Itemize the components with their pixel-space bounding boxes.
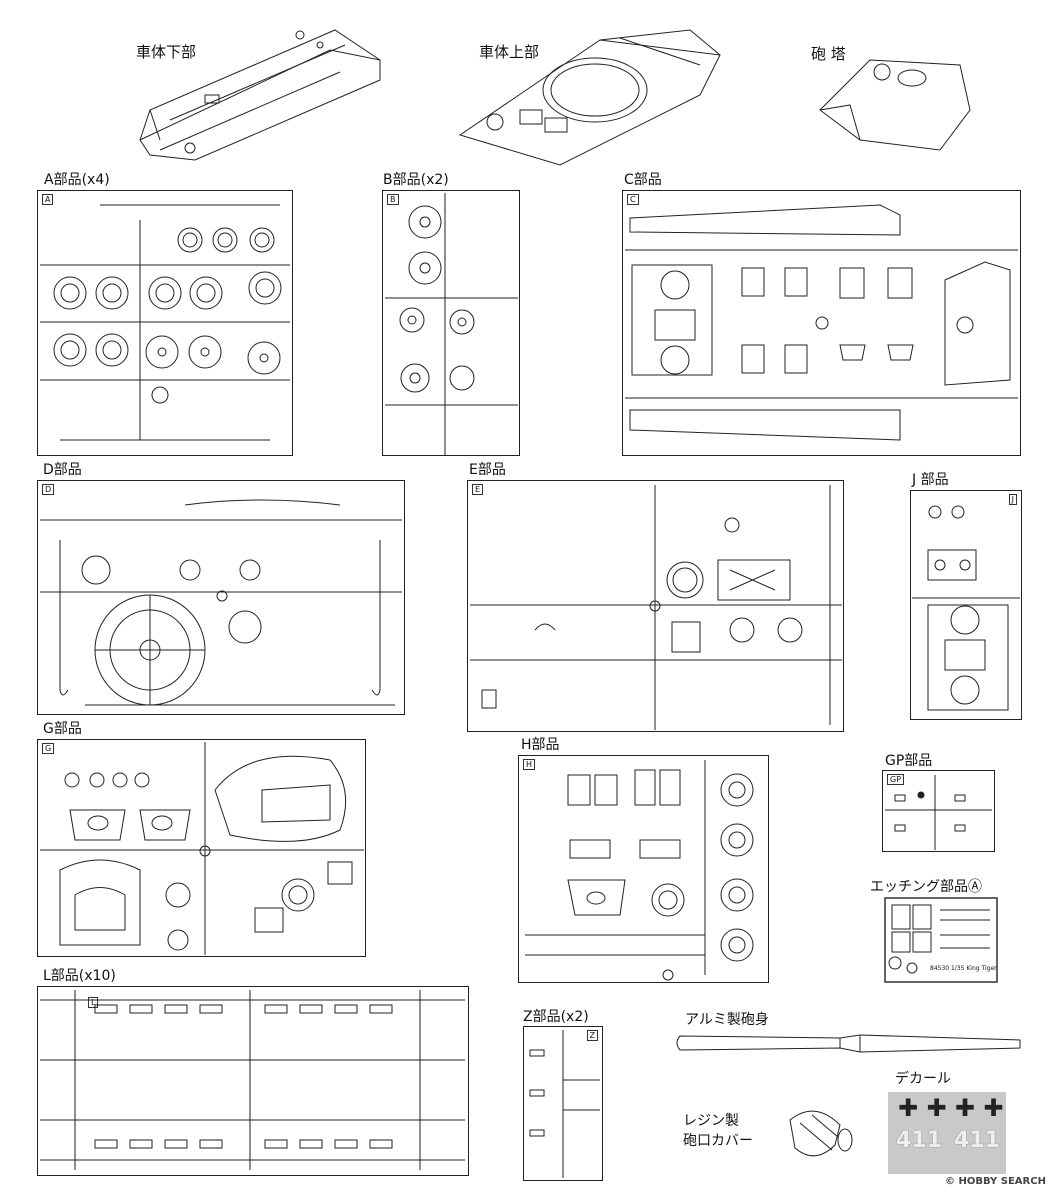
- etching-plate-drawing: [884, 897, 998, 983]
- sprue-c-tag: C: [627, 194, 639, 205]
- etching-label: エッチング部品Ⓐ: [870, 879, 982, 895]
- lower-hull-drawing: [139, 29, 381, 161]
- decal-crosses: ✚ ✚ ✚ ✚: [898, 1094, 1004, 1122]
- sprue-j-tag: J: [1008, 494, 1017, 505]
- sprue-a-tag: A: [42, 194, 54, 205]
- resin-muzzle-cover-drawing: [789, 1110, 853, 1157]
- sprue-gp-label: GP部品: [885, 753, 933, 769]
- upper-hull-drawing: [458, 29, 721, 166]
- sprue-g-label: G部品: [43, 721, 82, 737]
- sprue-d-tag: D: [42, 484, 55, 495]
- sprue-z-parts: [529, 1030, 600, 1178]
- decal-sheet: ✚ ✚ ✚ ✚ 411 411: [888, 1092, 1006, 1174]
- sprue-e-parts: [470, 485, 842, 730]
- sprue-c-parts: [625, 204, 1018, 441]
- sprue-d-parts: [40, 499, 402, 706]
- sprue-d-label: D部品: [43, 462, 82, 478]
- sprue-d-frame: D: [37, 480, 405, 715]
- etching-plate-text: 84530 1/35 King Tiger: [930, 965, 997, 972]
- sprue-z-tag: Z: [586, 1030, 598, 1041]
- aluminum-barrel-label: アルミ製砲身: [685, 1012, 769, 1028]
- hobby-search-watermark: © HOBBY SEARCH: [945, 1176, 1046, 1187]
- sprue-c-label: C部品: [624, 172, 662, 188]
- sprue-b-sprockets: [385, 193, 518, 455]
- lower-hull-label: 車体下部: [136, 43, 197, 61]
- turret-drawing: [819, 59, 971, 151]
- sprue-h-frame: H: [518, 755, 769, 983]
- resin-cover-label-1: レジン製: [683, 1113, 739, 1129]
- sprue-l-label: L部品(x10): [43, 968, 116, 984]
- sprue-gp-tag: GP: [887, 774, 905, 785]
- sprue-e-tag: E: [472, 484, 484, 495]
- upper-hull-label: 車体上部: [479, 43, 540, 61]
- sprue-l-tag: L: [88, 997, 99, 1008]
- sprue-h-label: H部品: [521, 737, 560, 753]
- sprue-b-frame: B: [382, 190, 520, 456]
- turret-label: 砲 塔: [811, 45, 846, 63]
- sprue-e-label: E部品: [469, 462, 506, 478]
- sprue-l-tracks: [40, 990, 465, 1170]
- resin-cover-label-2: 砲口カバー: [683, 1133, 753, 1149]
- sprue-a-label: A部品(x4): [44, 172, 110, 188]
- sprue-g-parts: [40, 742, 364, 955]
- decal-label: デカール: [895, 1071, 951, 1087]
- sprue-l-frame: L: [37, 986, 469, 1176]
- sprue-gp-parts: [885, 775, 992, 850]
- decal-number-2: 411: [954, 1128, 1000, 1153]
- aluminum-barrel-drawing: [676, 1034, 1021, 1053]
- sprue-g-tag: G: [42, 743, 55, 754]
- sprue-a-wheels: [40, 204, 290, 441]
- sprue-a-frame: A: [37, 190, 293, 456]
- sprue-j-parts: [912, 505, 1020, 711]
- sprue-j-label: J 部品: [912, 472, 949, 488]
- sprue-b-tag: B: [387, 194, 399, 205]
- sprue-b-label: B部品(x2): [383, 172, 449, 188]
- sprue-z-label: Z部品(x2): [523, 1009, 589, 1025]
- sprue-h-parts: [525, 760, 754, 981]
- sprue-gp-frame: GP: [882, 770, 995, 852]
- sprue-h-tag: H: [523, 759, 536, 770]
- decal-number-1: 411: [896, 1128, 942, 1153]
